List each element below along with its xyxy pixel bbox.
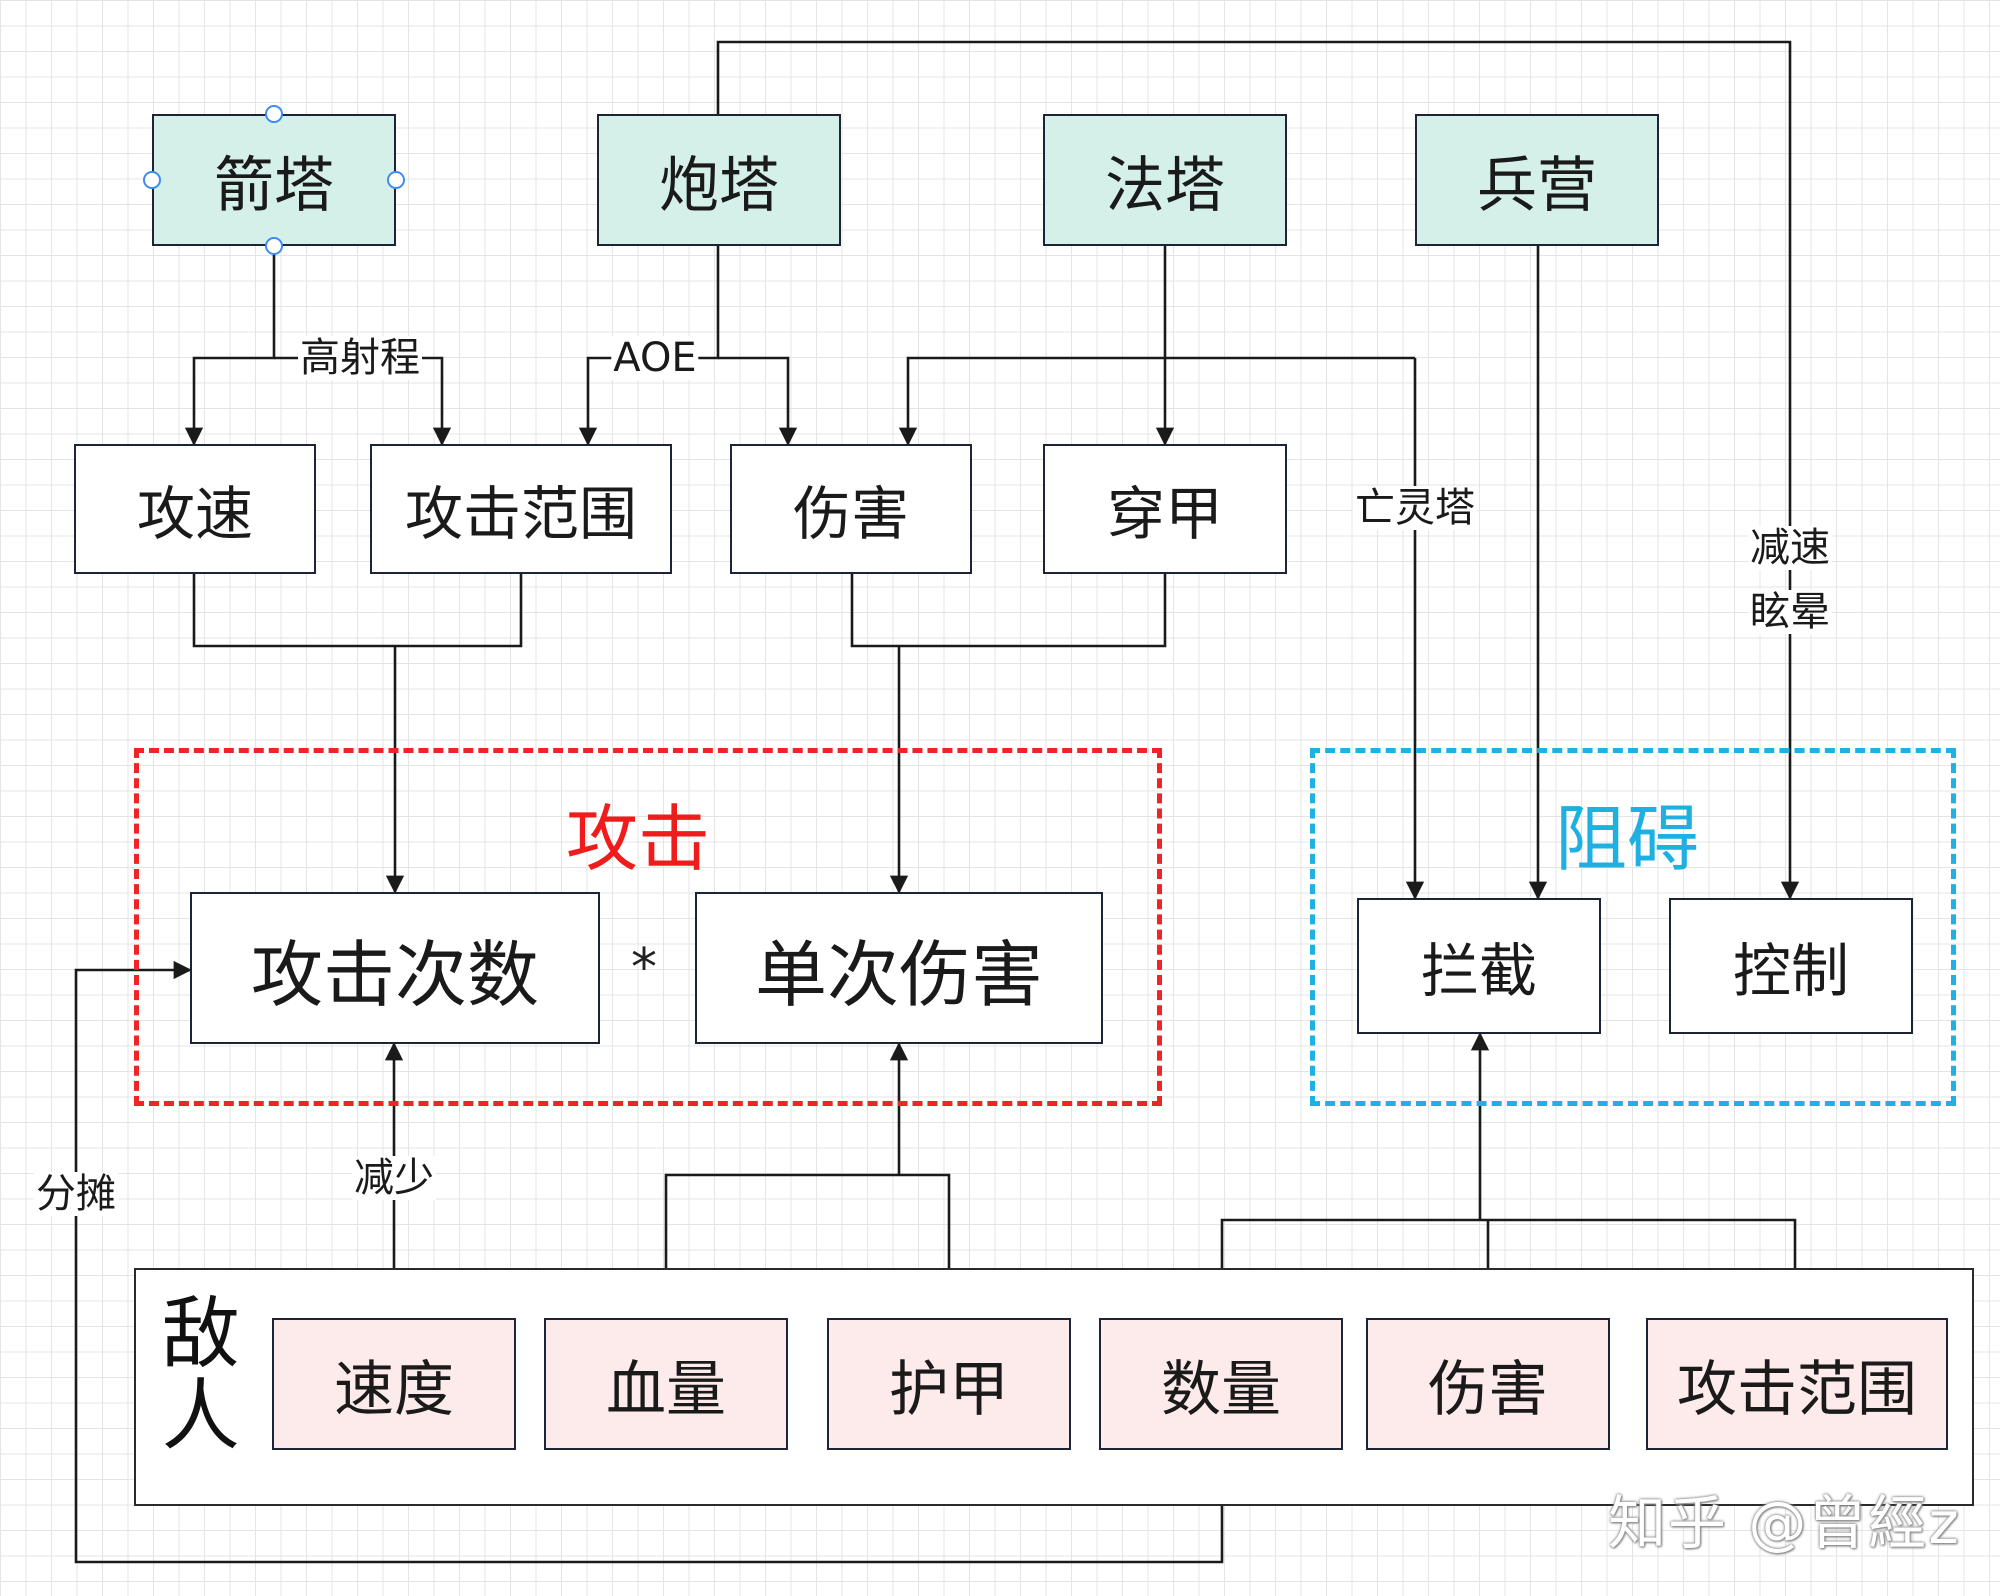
edge-magic-to-damage	[898, 356, 1415, 446]
attack-group	[134, 748, 1162, 1106]
edge-label-high-range: 高射程	[298, 335, 422, 381]
enemy-title: 敌人	[148, 1292, 239, 1456]
block-group	[1310, 748, 1956, 1106]
edge-label-share: 分摊	[34, 1171, 118, 1217]
edge-enemy-hp-armor-to-single-damage	[664, 1044, 951, 1318]
enemy-attr-speed[interactable]: 速度	[272, 1318, 516, 1450]
enemy-attr-count[interactable]: 数量	[1099, 1318, 1343, 1450]
selection-handle-top[interactable]	[265, 105, 283, 123]
tower-cannon[interactable]: 炮塔	[597, 114, 841, 246]
enemy-attr-damage[interactable]: 伤害	[1366, 1318, 1610, 1450]
tower-arrow[interactable]: 箭塔	[152, 114, 396, 246]
watermark: 知乎 @曾經z	[1608, 1489, 1961, 1557]
edge-label-reduce: 减少	[352, 1155, 436, 1201]
attr-armor-pierce[interactable]: 穿甲	[1043, 444, 1287, 574]
attr-attack-range[interactable]: 攻击范围	[370, 444, 672, 574]
enemy-attr-armor[interactable]: 护甲	[827, 1318, 1071, 1450]
attack-group-title: 攻击	[566, 797, 711, 881]
selection-handle-bottom[interactable]	[265, 237, 283, 255]
edge-label-stun: 眩晕	[1748, 589, 1832, 635]
edge-arrow-tower-to-attack-speed	[184, 246, 276, 446]
multiply-operator: *	[631, 938, 657, 998]
enemy-attr-attack-range[interactable]: 攻击范围	[1646, 1318, 1948, 1450]
tower-magic[interactable]: 法塔	[1043, 114, 1287, 246]
edge-label-necro-tower: 亡灵塔	[1353, 485, 1477, 531]
edge-damage-pierce-to-single-damage	[850, 574, 1167, 892]
block-control[interactable]: 控制	[1669, 898, 1913, 1034]
block-group-title: 阻碍	[1555, 797, 1700, 881]
attack-single-damage[interactable]: 单次伤害	[695, 892, 1103, 1044]
edge-cannon-to-control	[716, 40, 1800, 900]
edge-label-aoe: AOE	[611, 335, 699, 381]
enemy-attr-hp[interactable]: 血量	[544, 1318, 788, 1450]
tower-barracks[interactable]: 兵营	[1415, 114, 1659, 246]
edge-enemy-count-to-hit-count	[74, 960, 1224, 1564]
edge-cannon-to-damage	[718, 356, 798, 446]
selection-handle-right[interactable]	[387, 171, 405, 189]
attr-damage[interactable]: 伤害	[730, 444, 972, 574]
edge-speed-range-to-hit-count	[192, 574, 523, 892]
selection-handle-left[interactable]	[143, 171, 161, 189]
edge-label-slow: 减速	[1748, 525, 1832, 571]
block-intercept[interactable]: 拦截	[1357, 898, 1601, 1034]
attr-attack-speed[interactable]: 攻速	[74, 444, 316, 574]
attack-hit-count[interactable]: 攻击次数	[190, 892, 600, 1044]
